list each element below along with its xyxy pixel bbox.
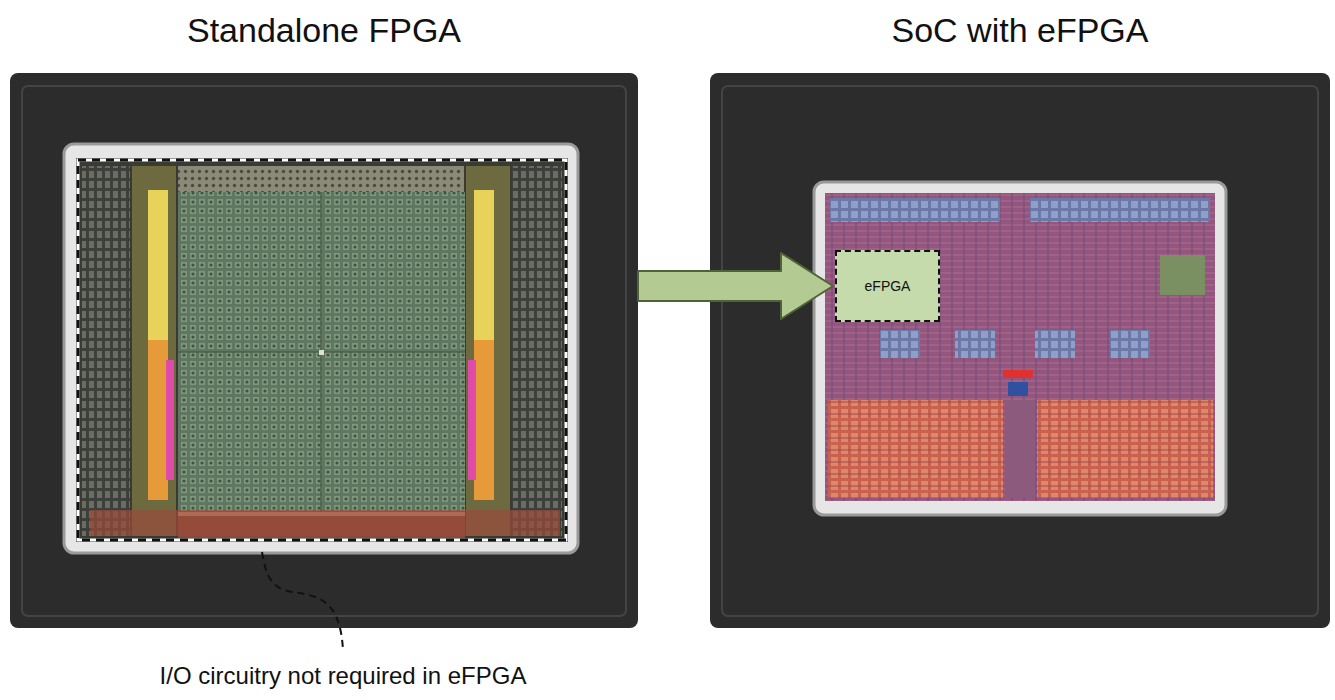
soc-package: SoC with eFPGAeFPGA — [710, 73, 1330, 628]
chip-package: Standalone FPGA — [10, 73, 638, 628]
panel-heading: SoC with eFPGA — [690, 11, 1335, 50]
note-text: I/O circuitry not required in eFPGA — [160, 662, 527, 690]
block-arrow — [638, 253, 833, 319]
efpga-block: eFPGA — [835, 250, 940, 322]
block-label: eFPGA — [865, 278, 911, 294]
panel-heading: Standalone FPGA — [0, 11, 658, 50]
